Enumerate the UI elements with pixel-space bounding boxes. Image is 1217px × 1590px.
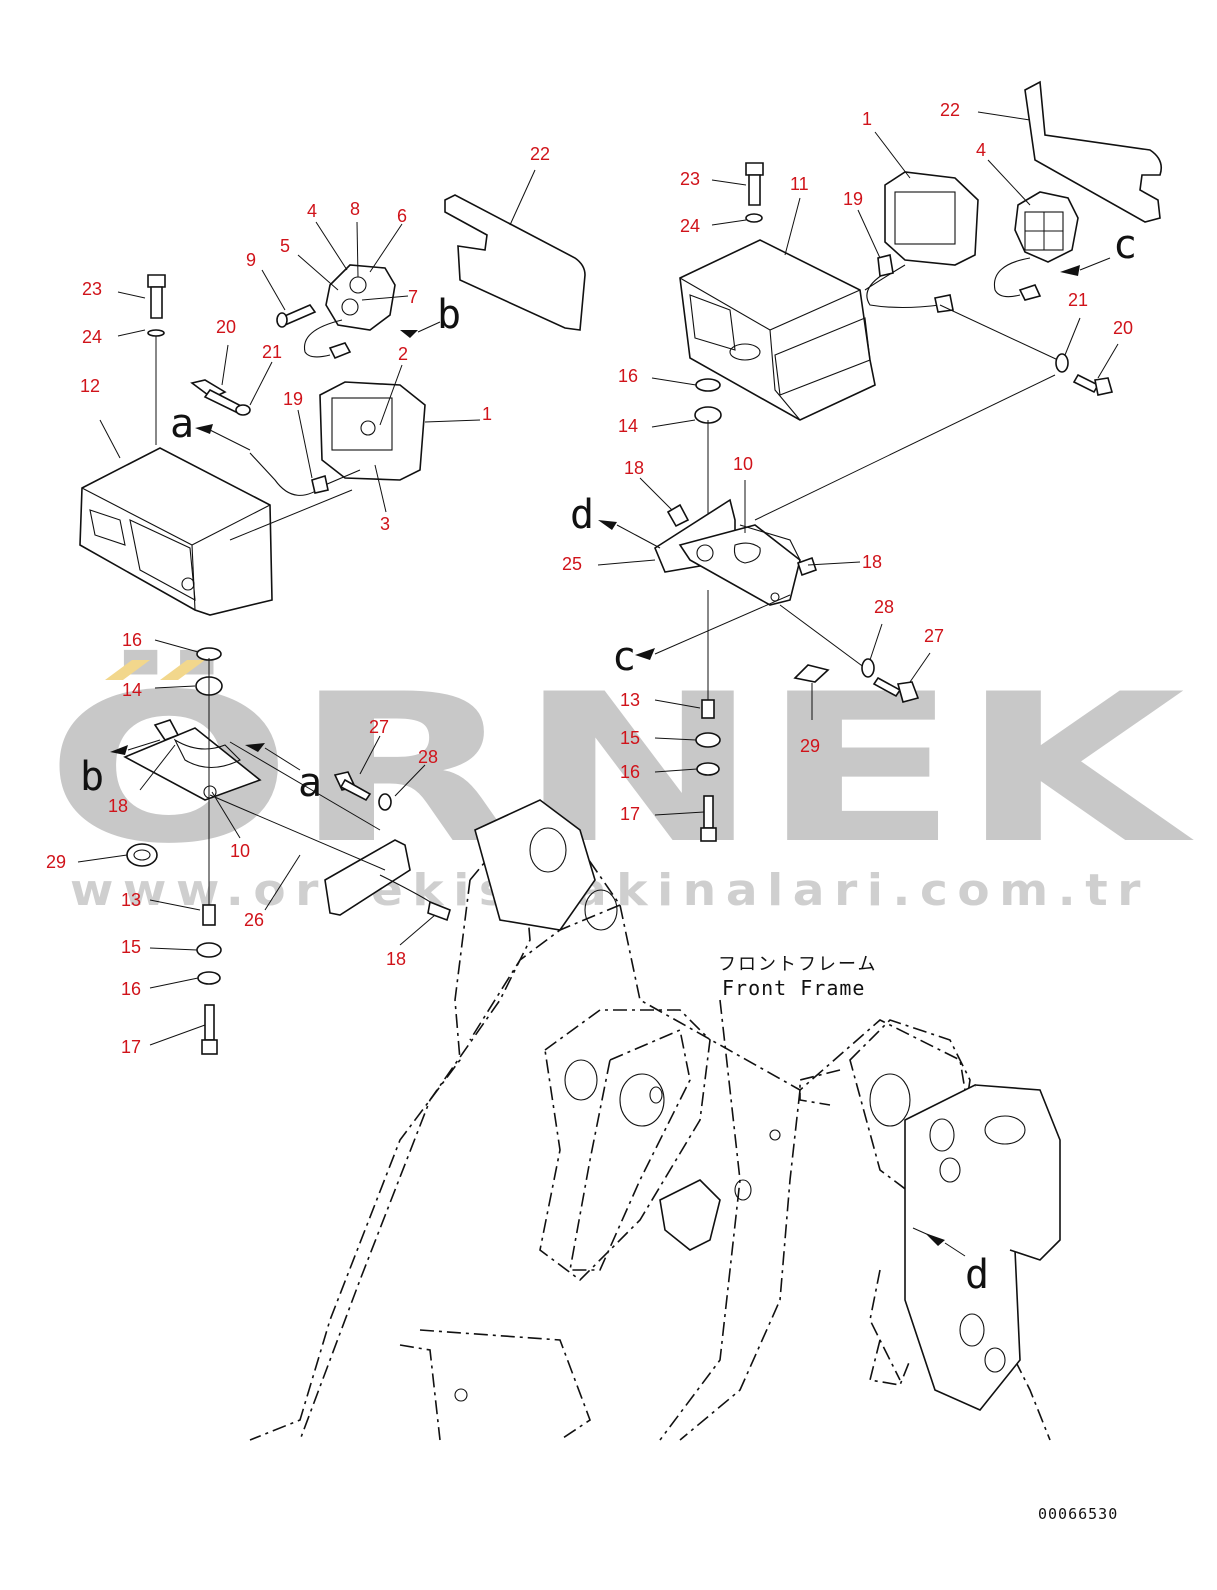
callout-number: 18 <box>862 552 882 572</box>
callout-number: 28 <box>418 747 438 767</box>
callout-number: 7 <box>408 287 418 307</box>
view-arrows <box>110 257 1111 1257</box>
view-marker-c: c <box>1113 222 1137 268</box>
housing-12 <box>79 447 273 616</box>
callout-number: 28 <box>874 597 894 617</box>
callout-number: 21 <box>1068 290 1088 310</box>
callout-number: 20 <box>216 317 236 337</box>
callout-number: 10 <box>733 454 753 474</box>
bracket-26 <box>324 839 411 916</box>
arrow-c1-icon <box>1060 265 1080 276</box>
front-frame-caption-en: Front Frame <box>722 976 865 1000</box>
callout-number: 27 <box>924 626 944 646</box>
callout-number: 23 <box>680 169 700 189</box>
callout-number: 22 <box>940 100 960 120</box>
callout-number: 12 <box>80 376 100 396</box>
callout-number: 2 <box>398 344 408 364</box>
callout-number: 16 <box>620 762 640 782</box>
callout-number: 13 <box>121 890 141 910</box>
callout-number: 29 <box>46 852 66 872</box>
drawing-number: 00066530 <box>1038 1505 1118 1523</box>
arrow-c2-icon <box>635 648 655 660</box>
arrow-b1-icon <box>400 330 418 338</box>
view-marker-b: b <box>437 292 461 338</box>
callout-number: 18 <box>108 796 128 816</box>
arrow-d1-icon <box>598 520 617 530</box>
callout-number: 15 <box>620 728 640 748</box>
callouts-left: 22 4 8 6 5 9 7 23 2 20 24 21 12 19 1 3 1… <box>46 144 550 1057</box>
callout-number: 22 <box>530 144 550 164</box>
callout-number: 29 <box>800 736 820 756</box>
view-marker-c: c <box>612 634 636 680</box>
callout-number: 17 <box>620 804 640 824</box>
leaders-right <box>597 111 1119 816</box>
callout-number: 14 <box>122 680 142 700</box>
callout-number: 13 <box>620 690 640 710</box>
callout-number: 8 <box>350 199 360 219</box>
arrow-a1-icon <box>195 424 213 434</box>
callout-number: 26 <box>244 910 264 930</box>
callout-number: 18 <box>386 949 406 969</box>
callout-number: 4 <box>976 140 986 160</box>
view-marker-d: d <box>965 1252 989 1298</box>
callout-number: 19 <box>843 189 863 209</box>
callout-number: 14 <box>618 416 638 436</box>
callout-number: 21 <box>262 342 282 362</box>
callout-number: 9 <box>246 250 256 270</box>
leaders-left <box>77 169 536 1046</box>
arrow-b2-icon <box>110 745 128 755</box>
callout-number: 10 <box>230 841 250 861</box>
callouts-right: 22 1 4 23 11 19 24 21 20 16 14 18 10 25 … <box>562 100 1133 824</box>
small-lamp-4 <box>325 264 396 331</box>
callout-number: 23 <box>82 279 102 299</box>
arrow-d2-icon <box>925 1233 945 1246</box>
callout-number: 20 <box>1113 318 1133 338</box>
watermark-accent-icon <box>105 660 150 680</box>
callout-number: 16 <box>121 979 141 999</box>
front-frame <box>249 799 1061 1441</box>
callout-number: 4 <box>307 201 317 221</box>
callout-number: 17 <box>121 1037 141 1057</box>
callout-number: 11 <box>790 174 809 194</box>
callout-number: 1 <box>482 404 492 424</box>
front-frame-caption-jp: フロントフレーム <box>718 954 877 975</box>
callout-number: 15 <box>121 937 141 957</box>
watermark-accent-icon <box>160 660 205 680</box>
callout-number: 16 <box>122 630 142 650</box>
left-assembly <box>79 194 586 1055</box>
work-lamp-1-right <box>884 171 979 266</box>
callout-number: 3 <box>380 514 390 534</box>
bracket-10-right <box>678 524 801 606</box>
callout-number: 24 <box>680 216 700 236</box>
housing-11 <box>679 239 876 421</box>
view-marker-b: b <box>80 754 104 800</box>
callout-number: 19 <box>283 389 303 409</box>
guard-22-right <box>1024 80 1163 223</box>
view-marker-a: a <box>170 401 194 447</box>
callout-number: 27 <box>369 717 389 737</box>
view-marker-a: a <box>298 760 322 806</box>
small-lamp-4-right <box>1014 191 1079 263</box>
callout-number: 16 <box>618 366 638 386</box>
view-marker-d: d <box>570 492 594 538</box>
right-assembly <box>654 80 1163 842</box>
callout-number: 1 <box>862 109 872 129</box>
callout-number: 24 <box>82 327 102 347</box>
arrow-a2-icon <box>245 743 265 752</box>
callout-number: 18 <box>624 458 644 478</box>
callout-number: 6 <box>397 206 407 226</box>
callout-number: 25 <box>562 554 582 574</box>
work-lamp-1 <box>319 381 426 481</box>
guard-22 <box>444 194 586 331</box>
callout-number: 5 <box>280 236 290 256</box>
